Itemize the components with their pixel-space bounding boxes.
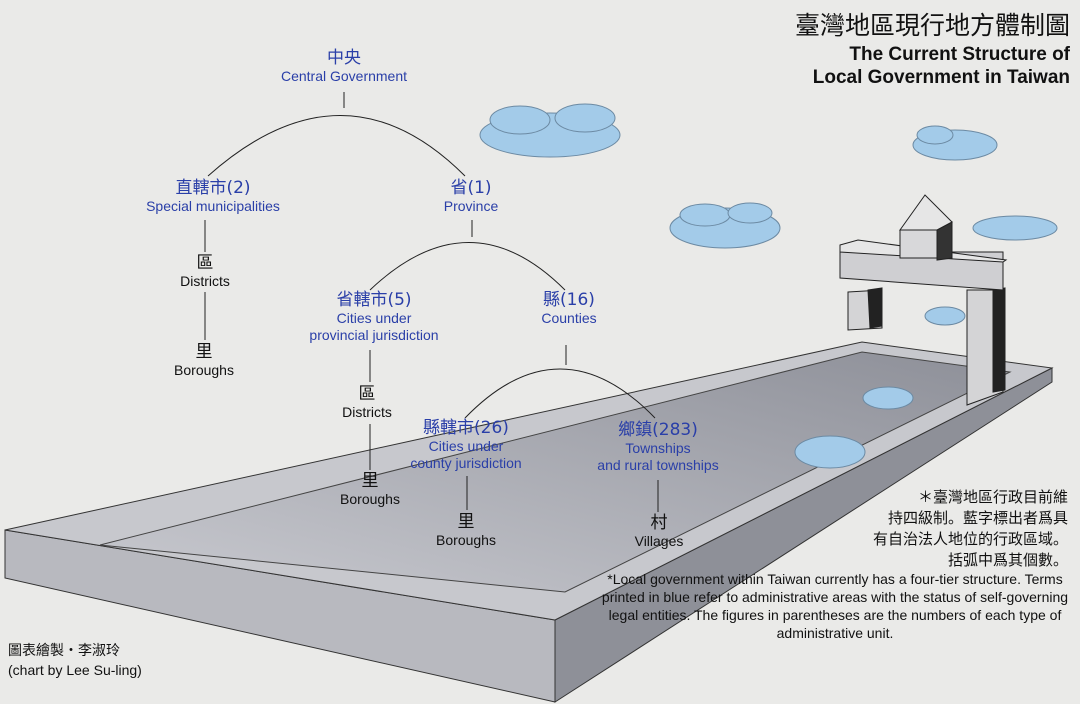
cloud-icon (924, 306, 966, 326)
node-en: Cities under (336, 310, 412, 327)
node-zh: 里 (195, 342, 213, 362)
node-en: Province (443, 198, 499, 215)
node-zh: 省轄市(5) (336, 290, 412, 310)
node-en: and rural townships (597, 457, 719, 474)
node-en: county jurisdiction (410, 455, 522, 472)
gate-icon (839, 194, 1008, 406)
node-zh: 村 (650, 513, 668, 533)
node-zh: 里 (457, 512, 475, 532)
cloud-icon (972, 215, 1058, 241)
node-zh: 縣轄市(26) (423, 418, 509, 438)
note-zh-line: 持四級制。藍字標出者爲具 (887, 509, 1068, 527)
tree-connectors (204, 92, 659, 512)
node-en: Boroughs (340, 491, 400, 508)
node-province: 省(1) Province (444, 178, 498, 215)
node-en: Boroughs (436, 532, 496, 549)
node-central: 中央 Central Government (281, 48, 407, 85)
cloud-icon (669, 202, 781, 249)
node-zh: 縣(16) (543, 290, 595, 310)
node-special-municipalities: 直轄市(2) Special municipalities (146, 178, 280, 215)
note-zh-line: ＊臺灣地區行政目前維 (917, 488, 1068, 506)
node-villages: 村 Villages (635, 513, 684, 550)
node-districts-1: 區 Districts (180, 253, 230, 290)
title-en-line1: The Current Structure of (849, 44, 1070, 65)
node-boroughs-3: 里 Boroughs (436, 512, 496, 549)
node-provincial-cities: 省轄市(5) Cities under provincial jurisdict… (309, 290, 438, 344)
node-en: Counties (541, 310, 597, 327)
cloud-icon (912, 125, 998, 161)
node-en: Boroughs (174, 362, 234, 379)
node-zh: 里 (361, 471, 379, 491)
node-townships: 鄉鎮(283) Townships and rural townships (597, 420, 718, 474)
cloud-icon (794, 435, 866, 469)
node-county-cities: 縣轄市(26) Cities under county jurisdiction (410, 418, 521, 472)
node-zh: 區 (196, 253, 214, 273)
node-zh: 直轄市(2) (175, 178, 251, 198)
node-counties: 縣(16) Counties (541, 290, 596, 327)
chart-credit: 圖表繪製・李淑玲 (chart by Lee Su-ling) (8, 640, 142, 680)
platform-floor (99, 351, 1012, 593)
note-english: *Local government within Taiwan currentl… (601, 571, 1069, 641)
title-en-line2: Local Government in Taiwan (812, 66, 1070, 88)
node-en: Villages (634, 533, 684, 550)
note-zh-line: 有自治法人地位的行政區域。 (872, 530, 1068, 548)
node-zh: 中央 (327, 48, 361, 68)
cloud-icon (479, 103, 621, 158)
node-en: provincial jurisdiction (309, 327, 439, 344)
node-en: Cities under (428, 438, 504, 455)
node-boroughs-1: 里 Boroughs (174, 342, 234, 379)
node-zh: 區 (358, 384, 376, 404)
node-en: Districts (180, 273, 230, 290)
node-en: Special municipalities (146, 198, 280, 215)
title-english: The Current Structure of Local Governmen… (813, 44, 1070, 90)
credit-zh: 圖表繪製・李淑玲 (8, 642, 120, 658)
cloud-icon (862, 386, 914, 410)
note-chinese: ＊臺灣地區行政目前維 持四級制。藍字標出者爲具 有自治法人地位的行政區域。 括弧… (873, 487, 1068, 571)
node-boroughs-2: 里 Boroughs (340, 471, 400, 508)
note-zh-line: 括弧中爲其個數。 (947, 551, 1068, 569)
credit-en: (chart by Lee Su-ling) (8, 662, 142, 678)
node-zh: 鄉鎮(283) (618, 420, 698, 440)
title-chinese: 臺灣地區現行地方體制圖 (794, 11, 1070, 40)
node-zh: 省(1) (450, 178, 492, 198)
node-en: Districts (342, 404, 392, 421)
node-districts-2: 區 Districts (342, 384, 392, 421)
node-en: Central Government (280, 68, 408, 85)
node-en: Townships (625, 440, 691, 457)
